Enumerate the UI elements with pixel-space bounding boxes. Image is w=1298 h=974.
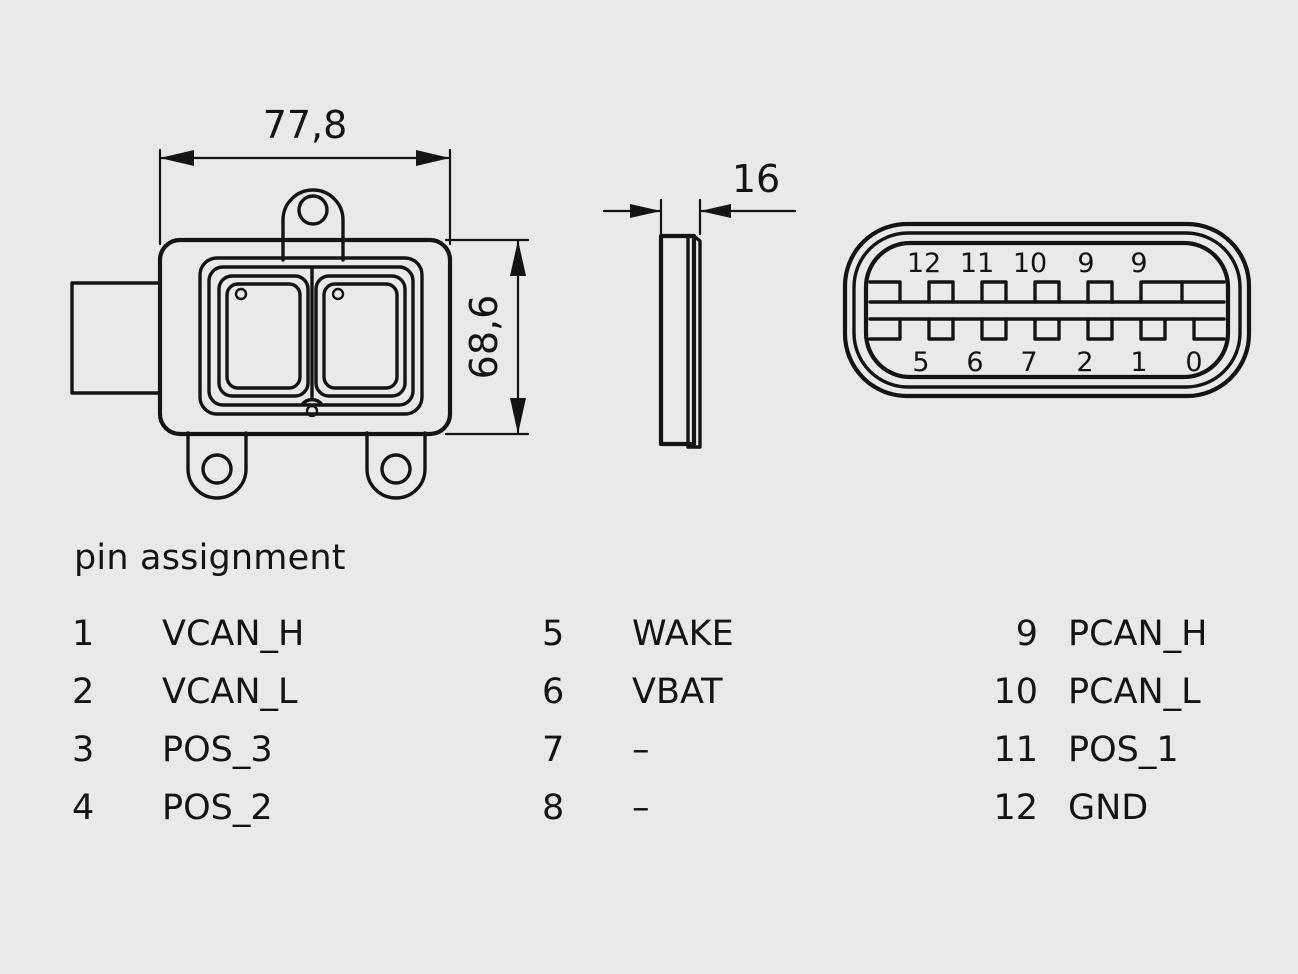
pin-signal: VCAN_H (162, 614, 305, 654)
pin-assignment-column-3: 9 PCAN_H 10 PCAN_L 11 POS_1 12 GND (976, 614, 1252, 846)
pin-signal: VCAN_L (162, 672, 298, 712)
pin-number: 11 (993, 730, 1038, 770)
contact-rail-bottom (868, 317, 1226, 341)
inner-pocket-left (217, 274, 310, 398)
bottom-mounting-tab-left (186, 431, 248, 500)
pin-assignment-row: 7 – (542, 730, 976, 788)
pin-assignment-row: 2 VCAN_L (72, 672, 542, 730)
bottom-mounting-hole-left (201, 453, 233, 485)
side-body-outline (658, 233, 697, 447)
inner-pocket-left-pin-hole (234, 287, 248, 301)
pin-signal: POS_2 (162, 788, 273, 828)
bottom-mounting-hole-right (380, 453, 412, 485)
connector-pin-label-top-0: 12 (907, 248, 941, 279)
connector-pin-label-top-4: 9 (1130, 248, 1147, 279)
dimension-height-68_6: 68,6 (444, 238, 530, 436)
pin-assignment-row: 3 POS_3 (72, 730, 542, 788)
pin-assignment-row: 6 VBAT (542, 672, 976, 730)
connector-pin-label-bottom-0: 5 (912, 347, 929, 378)
connector-pin-label-bottom-5: 0 (1185, 347, 1202, 378)
top-mounting-hole (297, 194, 329, 226)
inner-pocket-right-pin-hole (331, 287, 345, 301)
bottom-mounting-tab-right (365, 431, 427, 500)
front-view: 77,8 68,6 (70, 103, 530, 500)
pin-signal: PCAN_L (1068, 672, 1201, 712)
connector-pin-label-bottom-4: 1 (1130, 347, 1147, 378)
pin-number: 2 (72, 672, 95, 712)
inner-pocket-left-inner (225, 282, 302, 390)
top-mounting-tab (281, 188, 345, 262)
pin-number: 8 (542, 788, 565, 828)
connector-bottom-row-numbers: 5 6 7 2 1 0 (912, 347, 1202, 378)
dimension-thickness-16: 16 (602, 157, 797, 236)
connector-pin-label-bottom-1: 6 (966, 347, 983, 378)
pin-assignment-row: 1 VCAN_H (72, 614, 542, 672)
side-body-edge (686, 234, 702, 449)
pin-number: 10 (993, 672, 1038, 712)
inner-pocket-right-inner (322, 282, 399, 390)
arrowhead-left (160, 150, 194, 166)
pin-assignment-row: 10 PCAN_L (976, 672, 1252, 730)
connector-shell-outer (842, 221, 1252, 399)
pin-assignment-row: 4 POS_2 (72, 788, 542, 846)
pin-assignment-row: 12 GND (976, 788, 1252, 846)
pin-signal: VBAT (632, 672, 723, 712)
housing-outer-body (157, 237, 453, 437)
connector-face-view: 12 11 10 9 9 5 6 7 2 1 0 (842, 221, 1252, 399)
pin-assignment-column-2: 5 WAKE 6 VBAT 7 – 8 – (542, 614, 976, 846)
arrowhead-right (416, 150, 450, 166)
pin-signal: POS_3 (162, 730, 273, 770)
pin-assignment-row: 8 – (542, 788, 976, 846)
bottom-notch-hole (305, 404, 319, 418)
pin-signal: – (632, 788, 650, 828)
arrowhead-bottom (510, 398, 526, 434)
pin-signal: POS_1 (1068, 730, 1179, 770)
pin-signal: PCAN_H (1068, 614, 1208, 654)
dimension-thickness-label: 16 (732, 157, 780, 201)
side-view: 16 (602, 157, 797, 449)
housing-recess-frame-1 (198, 256, 424, 416)
pin-signal: WAKE (632, 614, 734, 654)
connector-pin-label-top-1: 11 (960, 248, 994, 279)
dimension-height-label: 68,6 (462, 295, 506, 380)
pin-signal: GND (1068, 788, 1149, 828)
pin-assignment-row: 9 PCAN_H (976, 614, 1252, 672)
connector-pin-label-bottom-3: 2 (1076, 347, 1093, 378)
pin-signal: – (632, 730, 650, 770)
pin-number: 5 (542, 614, 565, 654)
bottom-notch (300, 398, 324, 407)
connector-shell-middle (852, 231, 1242, 389)
pin-number: 4 (72, 788, 95, 828)
pin-assignment-columns: 1 VCAN_H 2 VCAN_L 3 POS_3 4 POS_2 (72, 614, 1252, 846)
connector-shell-inner (863, 240, 1231, 380)
connector-top-row-numbers: 12 11 10 9 9 (907, 248, 1148, 279)
connector-pin-label-top-3: 9 (1077, 248, 1094, 279)
pin-number: 3 (72, 730, 95, 770)
connector-pin-label-bottom-2: 7 (1020, 347, 1037, 378)
pin-assignment-section: pin assignment 1 VCAN_H 2 VCAN_L 3 POS_3… (72, 536, 1252, 846)
pin-number: 9 (1015, 614, 1038, 654)
arrowhead-right (700, 204, 731, 218)
arrowhead-top (510, 240, 526, 276)
pin-assignment-row: 5 WAKE (542, 614, 976, 672)
dimension-width-label: 77,8 (263, 103, 348, 147)
pin-assignment-title: pin assignment (74, 538, 346, 578)
pin-assignment-row: 11 POS_1 (976, 730, 1252, 788)
pin-assignment-column-1: 1 VCAN_H 2 VCAN_L 3 POS_3 4 POS_2 (72, 614, 542, 846)
inner-pocket-right (314, 274, 407, 398)
dimension-width-77_8: 77,8 (158, 103, 452, 246)
arrowhead-left (630, 204, 661, 218)
pin-number: 12 (993, 788, 1038, 828)
cable-stub (70, 281, 162, 395)
connector-pin-label-top-2: 10 (1013, 248, 1047, 279)
pin-number: 1 (72, 614, 95, 654)
pin-number: 7 (542, 730, 565, 770)
pin-number: 6 (542, 672, 565, 712)
contact-rail-top (868, 280, 1226, 304)
